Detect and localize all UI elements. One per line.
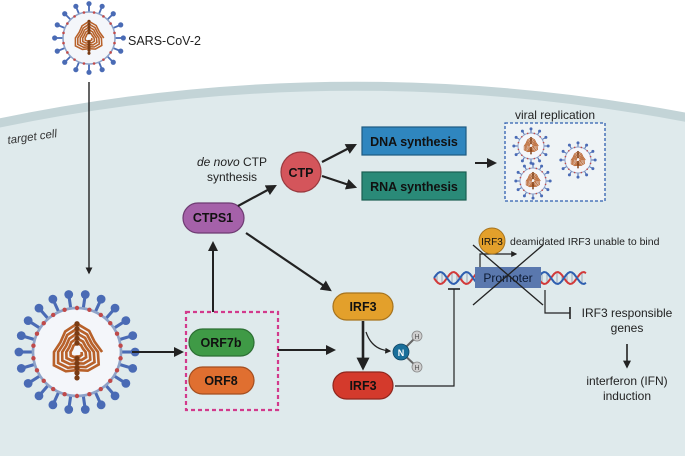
ctp-to-rna-arrow — [321, 174, 358, 190]
virus-intracell-icon — [14, 290, 140, 414]
replicating-virus-icon-3 — [514, 162, 552, 200]
orf7b-label: ORF7b — [201, 336, 242, 350]
dna-synthesis-label: DNA synthesis — [370, 135, 458, 149]
deamidated-irf3-node — [332, 371, 394, 400]
deamidated-irf3-label: IRF3 — [349, 379, 376, 393]
virus-top-icon — [52, 1, 126, 75]
synthesis-label: synthesis — [207, 170, 257, 184]
rna-synthesis-node — [361, 171, 467, 201]
de-novo-label: de novo CTP — [197, 155, 267, 169]
promoter-box — [475, 267, 541, 288]
ctps1-label: CTPS1 — [193, 211, 233, 225]
irf3-responsible-label: IRF3 responsible — [582, 306, 673, 320]
induction-label: induction — [603, 389, 651, 403]
hydrogen-atom-2 — [411, 361, 423, 373]
deamidated-irf3-label-text: deamidated IRF3 unable to bind — [510, 236, 660, 248]
dna-synthesis-node — [361, 126, 467, 156]
hydrogen-atom-1 — [411, 330, 423, 342]
orf8-node — [188, 366, 255, 395]
viral-replication-label: viral replication — [515, 108, 595, 122]
promoter-label: Promoter — [483, 271, 532, 285]
genes-label: genes — [611, 321, 644, 335]
irf3-small-label: IRF3 — [481, 237, 503, 248]
interferon-label: interferon (IFN) — [586, 374, 667, 388]
transcription-start-arrow — [479, 251, 518, 267]
irf3-label: IRF3 — [349, 300, 376, 314]
amine-release-arrow — [365, 331, 392, 354]
replicating-virus-icon-1 — [512, 127, 550, 165]
ctp-label: CTP — [289, 166, 314, 180]
orf7b-node — [188, 328, 255, 357]
hydrogen-atom-2-label: H — [414, 365, 419, 372]
irf3-node — [332, 292, 394, 321]
orf-group-box — [184, 310, 280, 412]
irf3-small-node — [478, 227, 506, 255]
gene-inhibition-line — [544, 290, 570, 314]
nitrogen-atom-label: N — [398, 348, 405, 358]
rna-synthesis-label: RNA synthesis — [370, 180, 458, 194]
ctp-to-dna-arrow — [321, 143, 357, 163]
irf3-inhibition-line — [395, 289, 455, 387]
ctps1-node — [182, 202, 245, 234]
virus-label: SARS-CoV-2 — [128, 34, 201, 48]
replicating-virus-icon-2 — [559, 141, 597, 179]
ctps1-to-ctp-arrow — [237, 184, 277, 207]
ctps1-to-irf3-arrow — [245, 232, 332, 292]
cell-membrane — [0, 81, 685, 128]
ctp-node — [280, 151, 322, 193]
nitrogen-atom — [392, 343, 410, 361]
orf8-label: ORF8 — [204, 374, 237, 388]
promoter-cross-2 — [472, 244, 544, 306]
hydrogen-atom-1-label: H — [414, 334, 419, 341]
